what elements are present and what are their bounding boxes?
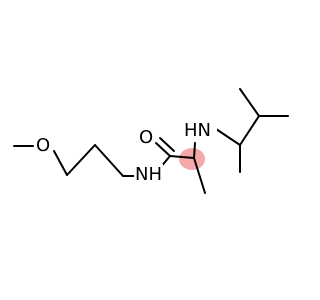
bond-methoxy-oxygen-to-chain — [53, 150, 68, 176]
amide-nh-label-bg — [134, 164, 163, 186]
methoxy-oxygen-label-bg — [34, 135, 52, 157]
bond-propyl-chain-1 — [66, 144, 96, 176]
amine-hn-label-bg — [183, 120, 217, 142]
amide-nh-label: NH — [135, 164, 162, 185]
bond-alpha-carbon-to-methyl — [193, 157, 206, 194]
methoxy-oxygen-label: O — [36, 135, 50, 156]
amine-hn-label: HN — [184, 120, 211, 141]
amide-oxygen-label: O — [139, 127, 153, 148]
bond-secondary-carbon-to-isopropyl — [239, 115, 260, 146]
bond-carbonyl-double-2 — [159, 137, 175, 152]
bond-carbonyl-double-1 — [155, 142, 171, 157]
stereocenter-highlight — [179, 148, 205, 170]
bond-carbonyl-to-alpha-carbon — [169, 155, 195, 159]
amide-oxygen-label-bg — [137, 127, 155, 149]
bond-alpha-carbon-to-amine — [193, 142, 196, 159]
molecule-canvas: O O NH HN — [13, 88, 289, 194]
bond-amine-to-secondary-carbon — [215, 128, 241, 146]
bond-propyl-chain-2 — [94, 144, 124, 177]
bond-isopropyl-to-left-methyl — [239, 88, 260, 117]
atom-labels-group: O O NH HN — [34, 120, 217, 186]
